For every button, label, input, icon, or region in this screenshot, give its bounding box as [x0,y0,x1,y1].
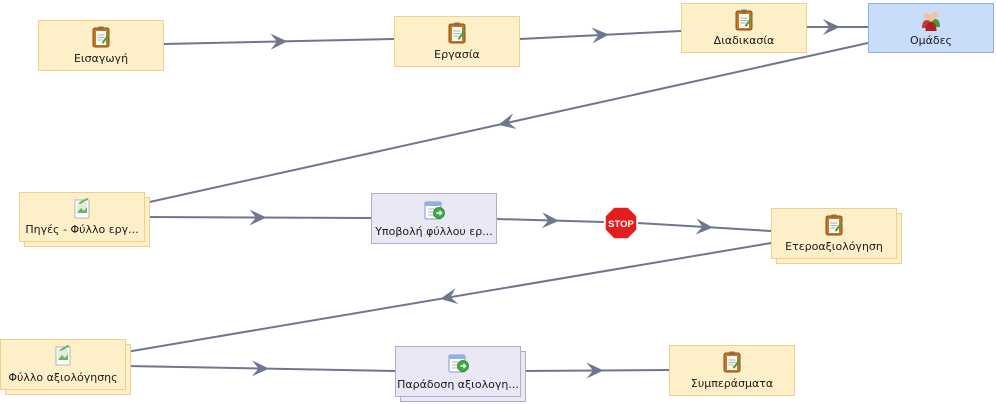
arrowhead-icon [270,33,288,50]
node-label: Ετεροαξιολόγηση [785,240,883,253]
arrowhead-icon [251,360,269,377]
clipboard-icon [448,22,466,44]
arrowhead-icon [541,212,559,229]
image-file-icon [55,345,71,366]
node-label: Διαδικασία [713,34,775,47]
stop-sign-icon[interactable]: STOP [604,206,638,240]
node-assignment[interactable]: Εργασία [394,16,520,67]
node-peer-assessment[interactable]: Ετεροαξιολόγηση [771,208,902,264]
arrowhead-icon [440,288,459,304]
submission-icon [448,354,469,373]
node-label: Φύλλο αξιολόγησης [8,371,118,384]
node-deliver-assessment[interactable]: Παράδοση αξιολογη... [395,346,526,402]
node-groups[interactable]: Ομάδες [868,3,994,53]
stop-label: STOP [608,219,634,230]
node-procedure[interactable]: Διαδικασία [681,3,807,53]
node-assessment-sheet[interactable]: Φύλλο αξιολόγησης [0,339,131,395]
clipboard-icon [723,351,741,373]
node-submit-worksheet[interactable]: Υποβολή φύλλου ερ... [371,193,497,244]
arrowhead-icon [695,218,713,235]
arrowhead-icon [591,27,609,44]
node-label: Υποβολή φύλλου ερ... [375,225,493,238]
node-label: Πηγές - Φύλλο εργ... [25,223,139,236]
clipboard-icon [735,9,753,31]
arrowhead-icon [586,362,604,379]
clipboard-icon [825,214,843,236]
node-label: Εργασία [434,48,480,61]
node-conclusions[interactable]: Συμπεράσματα [669,345,795,396]
node-label: Συμπεράσματα [690,377,774,390]
node-label: Παράδοση αξιολογη... [397,378,519,391]
arrowhead-icon [249,209,267,226]
node-label: Εισαγωγή [73,52,129,65]
arrowhead-icon [822,19,840,35]
node-introduction[interactable]: Εισαγωγή [38,20,164,71]
groups-icon [922,11,940,31]
submission-icon [424,201,445,220]
clipboard-icon [92,26,110,48]
image-file-icon [74,198,90,219]
node-label: Ομάδες [909,34,953,47]
node-sources-worksheet[interactable]: Πηγές - Φύλλο εργ... [19,192,150,247]
arrowhead-icon [498,113,517,129]
